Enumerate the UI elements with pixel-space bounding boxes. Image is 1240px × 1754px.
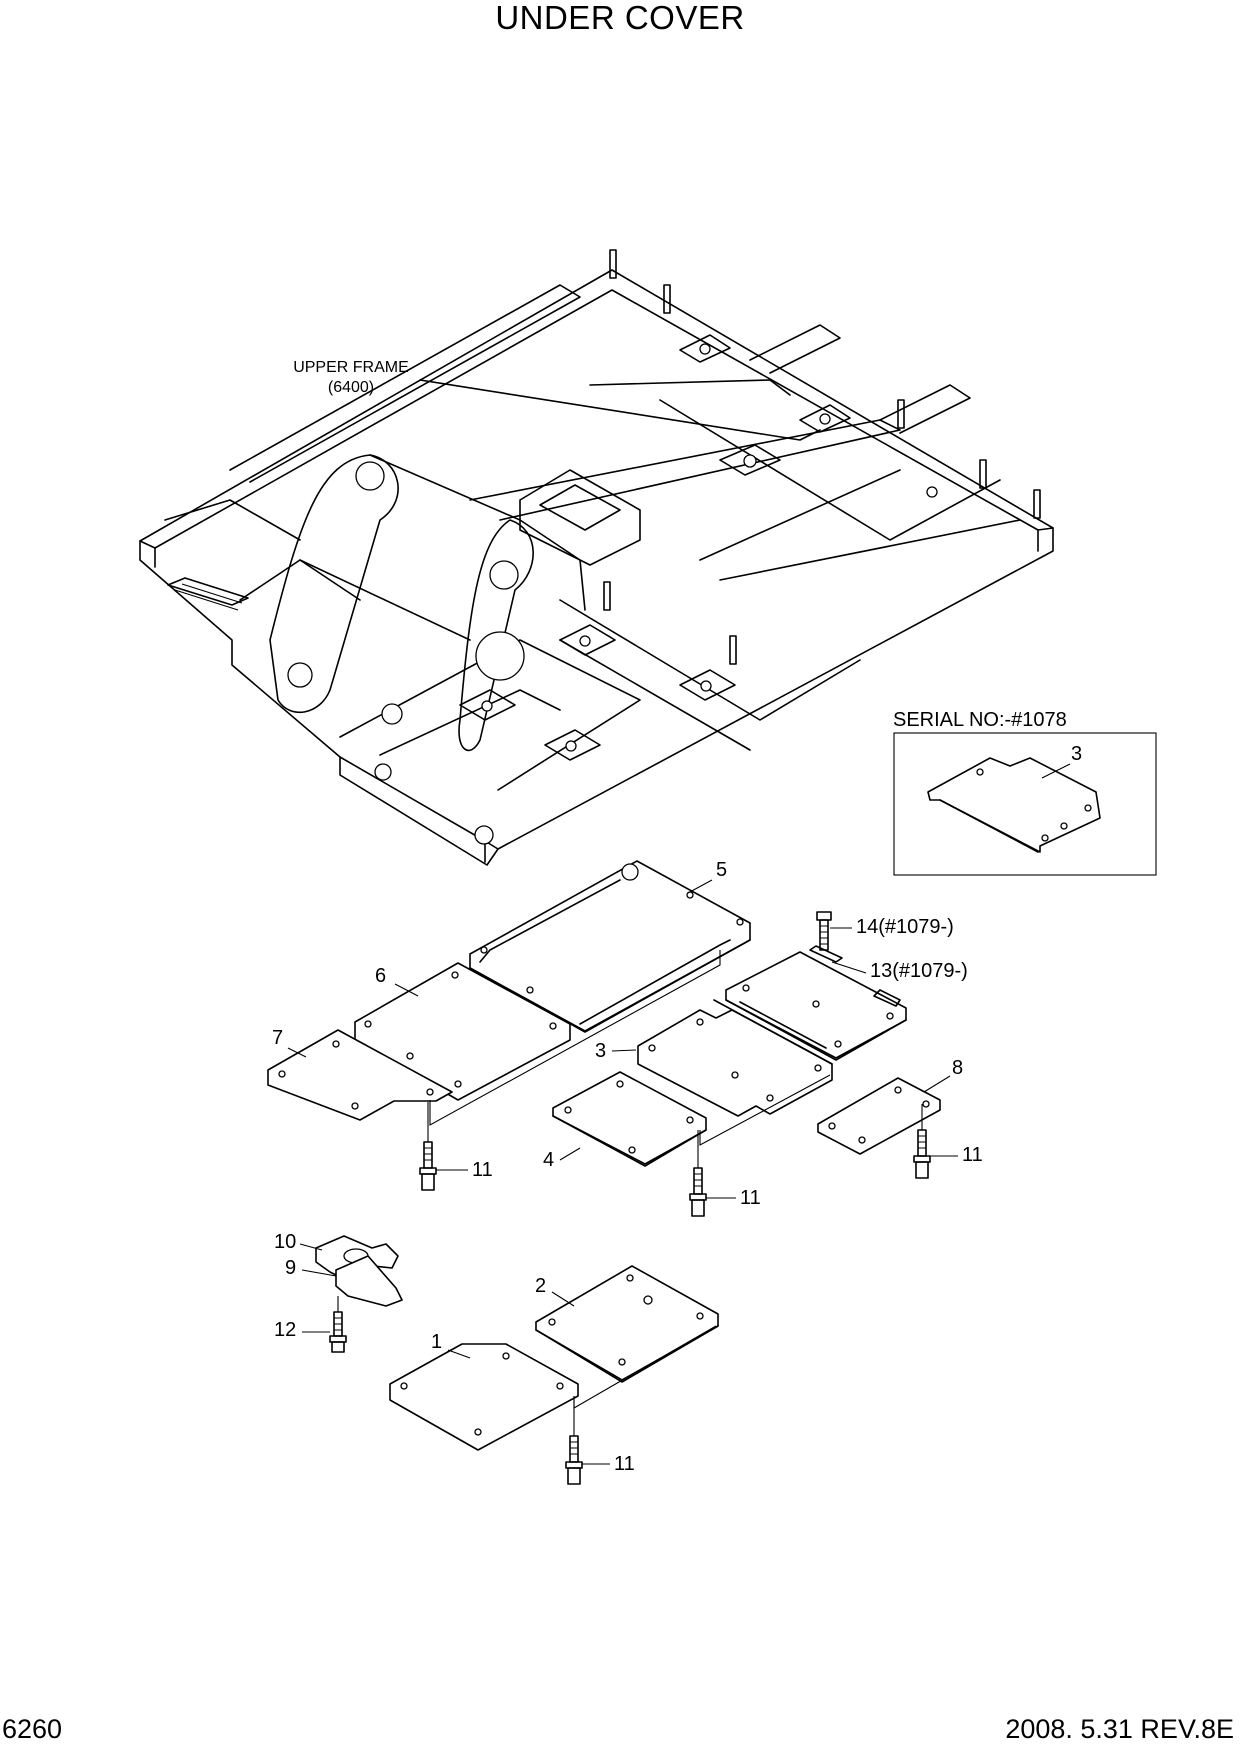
revision-date: 2008. 5.31 REV.8E — [1005, 1714, 1234, 1744]
callout-5: 5 — [716, 859, 727, 881]
callout-8: 8 — [952, 1057, 963, 1079]
callout-2: 2 — [535, 1275, 546, 1297]
inset-part-3 — [927, 757, 1101, 853]
bolt-12 — [329, 1296, 347, 1353]
cover-plate-5 — [469, 860, 751, 1033]
bolt-11-c — [913, 1104, 931, 1179]
callout-12: 12 — [274, 1319, 296, 1341]
callout-9: 9 — [285, 1257, 296, 1279]
bolt-11-d — [565, 1396, 583, 1485]
bolt-11-a — [419, 1102, 437, 1191]
callout-4: 4 — [543, 1149, 554, 1171]
callout-11-d: 11 — [614, 1453, 635, 1475]
callout-6: 6 — [375, 965, 386, 987]
callout-11-b: 11 — [740, 1187, 761, 1209]
cover-plate-3 — [637, 999, 833, 1117]
frame-label-line1: UPPER FRAME — [293, 359, 409, 376]
cover-plate-13 — [725, 945, 907, 1061]
callout-1: 1 — [431, 1331, 442, 1353]
frame-label-line2: (6400) — [328, 379, 374, 396]
part-9-10 — [315, 1235, 403, 1307]
bolt-14 — [816, 911, 832, 951]
callout-3: 3 — [595, 1040, 606, 1062]
cover-plate-6 — [354, 962, 571, 1101]
callout-14: 14(#1079-) — [856, 916, 954, 938]
cover-plate-4 — [552, 1071, 707, 1167]
cover-plate-8 — [817, 1077, 941, 1155]
cover-plate-2 — [535, 1265, 719, 1383]
callout-7: 7 — [272, 1027, 283, 1049]
page-number: 6260 — [2, 1714, 63, 1744]
inset-callout-3: 3 — [1071, 743, 1082, 765]
callout-13: 13(#1079-) — [870, 960, 968, 982]
cover-plate-1 — [389, 1343, 579, 1451]
page-title: UNDER COVER — [495, 0, 745, 36]
inset-box — [893, 732, 1157, 876]
upper-frame-assembly — [139, 249, 1054, 866]
callout-11-c: 11 — [962, 1144, 983, 1166]
bolt-11-b — [689, 1130, 707, 1217]
serial-label: SERIAL NO:-#1078 — [893, 709, 1067, 731]
callout-11-a: 11 — [472, 1159, 493, 1181]
cover-plate-7 — [267, 1029, 453, 1121]
callout-10: 10 — [274, 1231, 296, 1253]
inset-leader-3 — [1041, 763, 1071, 779]
